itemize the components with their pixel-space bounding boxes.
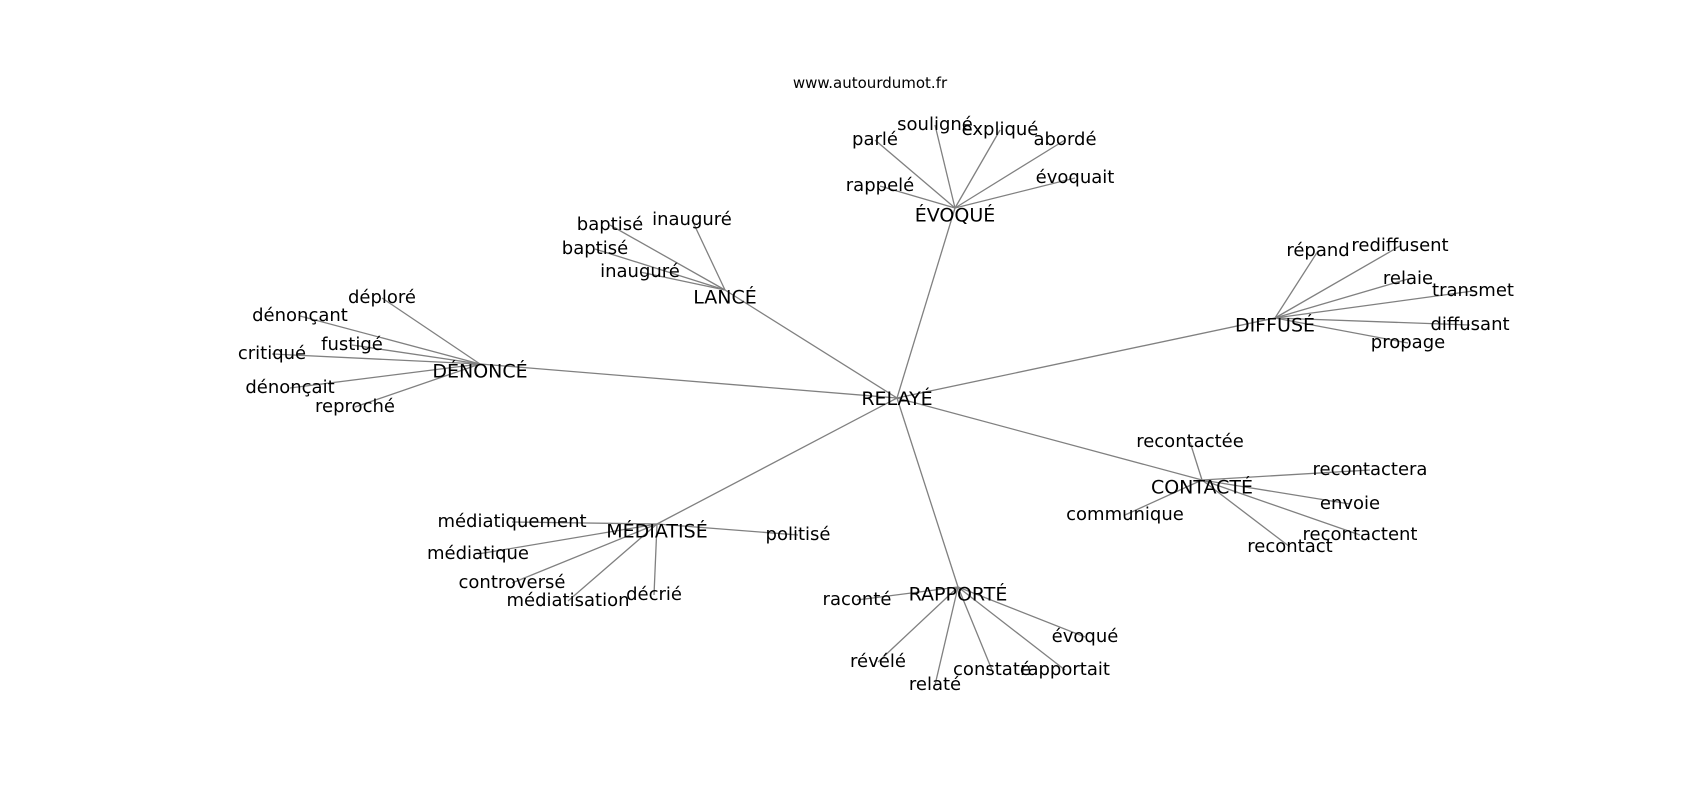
leaf-word-0-2[interactable]: expliqué bbox=[962, 119, 1039, 140]
edges-layer bbox=[271, 124, 1474, 686]
edge-hub-1-leaf-0 bbox=[609, 224, 726, 291]
leaf-word-0-1[interactable]: souligné bbox=[897, 114, 973, 135]
leaf-word-5-3[interactable]: controversé bbox=[459, 572, 566, 593]
leaf-word-0-4[interactable]: rappelé bbox=[846, 175, 914, 196]
leaf-word-6-5[interactable]: rapportait bbox=[1020, 659, 1110, 680]
leaf-word-5-4[interactable]: médiatisation bbox=[506, 590, 629, 611]
leaf-word-3-5[interactable]: propage bbox=[1371, 332, 1445, 353]
leaf-word-2-3[interactable]: critiqué bbox=[238, 343, 306, 364]
leaf-word-0-5[interactable]: évoquait bbox=[1036, 167, 1115, 188]
edge-hub-3-leaf-4 bbox=[1274, 317, 1471, 326]
edge-hub-5-leaf-1 bbox=[656, 523, 799, 536]
leaf-word-4-1[interactable]: recontactera bbox=[1313, 459, 1428, 480]
edge-hub-0-leaf-1 bbox=[934, 124, 956, 209]
edge-hub-3-leaf-0 bbox=[1274, 250, 1319, 319]
hub-word-4[interactable]: CONTACTÉ bbox=[1151, 476, 1253, 499]
edge-hub-3-leaf-2 bbox=[1274, 278, 1409, 319]
hub-word-6[interactable]: RAPPORTÉ bbox=[909, 583, 1008, 606]
hub-word-5[interactable]: MÉDIATISÉ bbox=[606, 520, 707, 543]
edge-hub-6-leaf-1 bbox=[957, 586, 1086, 638]
edge-hub-1-leaf-2 bbox=[594, 248, 726, 291]
leaf-word-6-4[interactable]: constaté bbox=[953, 659, 1031, 680]
edge-hub-2-leaf-2 bbox=[351, 344, 481, 365]
edge-hub-0-leaf-0 bbox=[874, 139, 956, 209]
edge-hub-5-leaf-0 bbox=[511, 521, 658, 525]
edge-hub-4-leaf-1 bbox=[1201, 469, 1371, 481]
hub-word-0[interactable]: ÉVOQUÉ bbox=[915, 204, 996, 227]
leaf-word-6-3[interactable]: relaté bbox=[909, 674, 961, 695]
edge-root-hub-1 bbox=[724, 289, 898, 399]
site-label[interactable]: www.autourdumot.fr bbox=[793, 74, 948, 92]
edge-hub-0-leaf-4 bbox=[879, 185, 956, 209]
leaf-word-1-1[interactable]: inauguré bbox=[652, 209, 732, 230]
leaf-word-1-0[interactable]: baptisé bbox=[577, 214, 643, 235]
leaf-word-1-2[interactable]: baptisé bbox=[562, 238, 628, 259]
leaf-word-3-3[interactable]: transmet bbox=[1432, 280, 1514, 301]
edge-hub-2-leaf-5 bbox=[354, 363, 481, 408]
leaf-word-2-4[interactable]: dénonçait bbox=[245, 377, 334, 398]
edge-hub-0-leaf-3 bbox=[954, 139, 1066, 209]
edge-hub-4-leaf-4 bbox=[1201, 479, 1361, 536]
leaf-word-4-4[interactable]: recontactent bbox=[1303, 524, 1418, 545]
edge-root-hub-0 bbox=[896, 207, 956, 399]
edge-hub-4-leaf-3 bbox=[1201, 479, 1351, 505]
edge-hub-6-leaf-0 bbox=[856, 586, 959, 601]
leaf-word-5-2[interactable]: médiatique bbox=[427, 543, 529, 564]
leaf-word-0-3[interactable]: abordé bbox=[1033, 129, 1096, 150]
leaf-word-4-0[interactable]: recontactée bbox=[1136, 431, 1244, 452]
leaf-word-4-3[interactable]: envoie bbox=[1320, 493, 1380, 514]
leaf-word-3-4[interactable]: diffusant bbox=[1430, 314, 1509, 335]
edge-root-hub-2 bbox=[479, 363, 898, 399]
edge-hub-3-leaf-3 bbox=[1274, 290, 1474, 319]
root-word[interactable]: RELAYÉ bbox=[861, 387, 932, 410]
edge-hub-4-leaf-0 bbox=[1189, 441, 1203, 481]
edge-hub-0-leaf-5 bbox=[954, 177, 1076, 209]
leaf-word-5-1[interactable]: politisé bbox=[766, 524, 831, 545]
edge-root-hub-3 bbox=[896, 317, 1276, 399]
leaf-word-6-0[interactable]: raconté bbox=[823, 589, 892, 610]
edge-hub-2-leaf-3 bbox=[271, 353, 481, 365]
leaf-word-6-1[interactable]: évoqué bbox=[1052, 626, 1119, 647]
hub-word-1[interactable]: LANCÉ bbox=[693, 286, 757, 309]
leaf-word-6-2[interactable]: révélé bbox=[850, 651, 906, 672]
leaf-word-2-5[interactable]: reproché bbox=[315, 396, 395, 417]
edge-hub-4-leaf-2 bbox=[1124, 479, 1203, 516]
edge-root-hub-5 bbox=[656, 397, 898, 525]
edge-hub-6-leaf-3 bbox=[934, 586, 959, 686]
edge-root-hub-4 bbox=[896, 397, 1203, 481]
leaf-word-4-2[interactable]: communique bbox=[1066, 504, 1184, 525]
leaf-word-1-3[interactable]: inauguré bbox=[600, 261, 680, 282]
edge-hub-3-leaf-1 bbox=[1274, 245, 1401, 319]
edge-hub-2-leaf-1 bbox=[299, 315, 481, 365]
leaf-word-4-5[interactable]: recontact bbox=[1247, 536, 1332, 557]
leaf-word-2-2[interactable]: fustigé bbox=[321, 334, 383, 355]
edge-root-hub-6 bbox=[896, 397, 959, 588]
leaf-word-5-5[interactable]: décrié bbox=[626, 584, 682, 605]
edge-hub-5-leaf-4 bbox=[567, 523, 658, 602]
leaf-word-3-0[interactable]: répand bbox=[1286, 240, 1349, 261]
labels-layer: www.autourdumot.fr RELAYÉ parlésoulignée… bbox=[238, 74, 1514, 695]
leaf-word-0-0[interactable]: parlé bbox=[852, 129, 898, 150]
edge-hub-6-leaf-2 bbox=[877, 586, 959, 663]
edge-hub-5-leaf-3 bbox=[511, 523, 658, 584]
edge-hub-0-leaf-2 bbox=[954, 129, 1001, 209]
edge-hub-2-leaf-4 bbox=[289, 363, 481, 389]
leaf-word-3-1[interactable]: rediffusent bbox=[1351, 235, 1448, 256]
edge-hub-1-leaf-3 bbox=[639, 271, 726, 291]
edge-hub-5-leaf-2 bbox=[477, 523, 658, 555]
edge-hub-1-leaf-1 bbox=[691, 219, 726, 291]
leaf-word-3-2[interactable]: relaie bbox=[1383, 268, 1433, 289]
leaf-word-2-0[interactable]: déploré bbox=[348, 287, 416, 308]
edge-hub-6-leaf-5 bbox=[957, 586, 1066, 671]
leaf-word-2-1[interactable]: dénonçant bbox=[252, 305, 348, 326]
leaf-word-5-0[interactable]: médiatiquement bbox=[437, 511, 586, 532]
hub-word-2[interactable]: DÉNONCÉ bbox=[432, 360, 527, 383]
edge-hub-6-leaf-4 bbox=[957, 586, 993, 671]
edge-hub-3-leaf-5 bbox=[1274, 317, 1409, 344]
edge-hub-2-leaf-0 bbox=[381, 297, 481, 365]
edge-hub-4-leaf-5 bbox=[1201, 479, 1291, 548]
hub-word-3[interactable]: DIFFUSÉ bbox=[1235, 314, 1315, 337]
edge-hub-5-leaf-5 bbox=[653, 523, 658, 596]
